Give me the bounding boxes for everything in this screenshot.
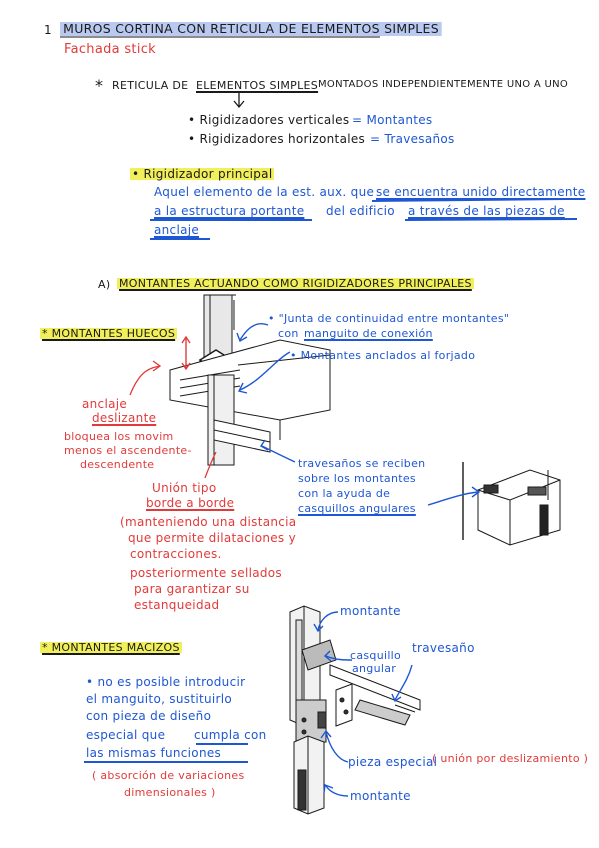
post-3: estanqueidad: [134, 598, 220, 612]
post-2: para garantizar su: [134, 582, 250, 596]
junta-arrowhead-icon: [236, 332, 248, 343]
union-1: Unión tipo: [152, 481, 217, 495]
macizos-line3: con pieza de diseño: [86, 709, 212, 723]
macizos-line4b: cumpla con: [194, 728, 267, 742]
forjado-arrowhead-icon: [237, 382, 248, 394]
anclaje-label-2: deslizante: [92, 411, 157, 425]
rigidizador-line1b: se encuentra unido directamente: [376, 185, 586, 199]
rigidizador-line2a: a la estructura portante: [154, 204, 305, 218]
section-a-number: A): [98, 278, 111, 291]
montante-hueco-sketch: [169, 294, 331, 466]
item-horizontales-eq: = Travesaños: [370, 132, 455, 146]
travesanos-2: sobre los montantes: [298, 472, 416, 485]
huecos-note1c: manguito de conexión: [304, 327, 433, 340]
macizos-heading: * MONTANTES MACIZOS: [40, 641, 182, 654]
label-casquillo-2: angular: [352, 662, 397, 675]
section-a-title: MONTANTES ACTUANDO COMO RIGIDIZADORES PR…: [117, 277, 474, 290]
paren-2: que permite dilataciones y: [128, 531, 296, 545]
macizos-line6: ( absorción de variaciones: [92, 769, 245, 782]
huecos-note1b: con: [278, 327, 299, 340]
anclaje-label-1: anclaje: [82, 397, 128, 411]
travesano-arrowhead-icon: [260, 439, 269, 451]
casquillo-arrowhead-icon: [471, 486, 481, 498]
rigidizador-line3: anclaje: [154, 223, 200, 237]
label-montante-top: montante: [340, 604, 401, 618]
blue-underlines: [150, 198, 578, 240]
label-union-deslizamiento: ( unión por deslizamiento ): [432, 752, 589, 765]
label-travesano: travesaño: [412, 641, 475, 655]
bloquea-3: descendente: [80, 458, 155, 471]
reticula-text-a: RETICULA DE: [112, 79, 189, 92]
travesanos-4: casquillos angulares: [298, 502, 416, 515]
forjado-arrow-icon: [239, 351, 291, 391]
label-casquillo-1: casquillo: [350, 649, 402, 662]
macizo-underlines: [84, 743, 248, 763]
section-number: 1: [44, 23, 52, 37]
item-verticales: • Rigidizadores verticales: [188, 113, 350, 127]
bloquea-1: bloquea los movim: [64, 430, 174, 443]
paren-1: (manteniendo una distancia: [120, 515, 297, 529]
macizos-line5: las mismas funciones: [86, 746, 222, 760]
section-subtitle: Fachada stick: [64, 42, 157, 57]
macizos-line7: dimensionales ): [124, 786, 216, 799]
travesano-arrow-icon: [261, 445, 296, 463]
union-arrow-icon: [204, 451, 217, 479]
montante-macizo-sketch: [289, 605, 421, 815]
macizos-line1: • no es posible introducir: [86, 675, 246, 689]
macizos-line2: el manguito, sustituirlo: [86, 692, 233, 706]
casquillo-sketch: [462, 462, 561, 546]
macizos-line4a: especial que: [86, 728, 166, 742]
anclaje-arrow-icon: [129, 365, 161, 396]
huecos-heading: * MONTANTES HUECOS: [40, 327, 178, 340]
reticula-text-b: ELEMENTOS SIMPLES: [196, 79, 319, 92]
travesanos-3: con la ayuda de: [298, 487, 391, 500]
item-verticales-eq: = Montantes: [352, 113, 433, 127]
reticula-text-c: MONTADOS INDEPENDIENTEMENTE UNO A UNO: [318, 79, 569, 90]
macizo-arrows: [313, 611, 413, 797]
junta-arrow-icon: [239, 323, 269, 341]
section-title: MUROS CORTINA CON RETICULA DE ELEMENTOS …: [60, 22, 443, 36]
travesanos-1: travesaños se reciben: [298, 457, 426, 470]
rigidizador-line1a: Aquel elemento de la est. aux. que: [154, 185, 375, 199]
label-montante-bottom: montante: [350, 789, 411, 803]
label-pieza-especial: pieza especial: [348, 755, 438, 769]
huecos-note2: • Montantes anclados al forjado: [290, 349, 476, 362]
post-1: posteriormente sellados: [130, 566, 282, 580]
rigidizador-line2b: del edificio: [326, 204, 395, 218]
casquillo-arrow-icon: [427, 491, 479, 506]
down-arrow-icon: [233, 92, 245, 109]
anclaje-arrowhead-icon: [152, 360, 162, 372]
union-2: borde a borde: [146, 496, 235, 510]
item-horizontales: • Rigidizadores horizontales: [188, 132, 366, 146]
rigidizador-label: • Rigidizador principal: [130, 167, 275, 181]
bullet-star: *: [95, 76, 104, 95]
paren-3: contracciones.: [130, 547, 222, 561]
bloquea-2: menos el ascendente-: [64, 444, 192, 457]
rigidizador-line2c: a través de las piezas de: [408, 204, 565, 218]
dimension-arrow-icon: [181, 335, 191, 371]
huecos-note1a: • "Junta de continuidad entre montantes": [268, 312, 510, 325]
